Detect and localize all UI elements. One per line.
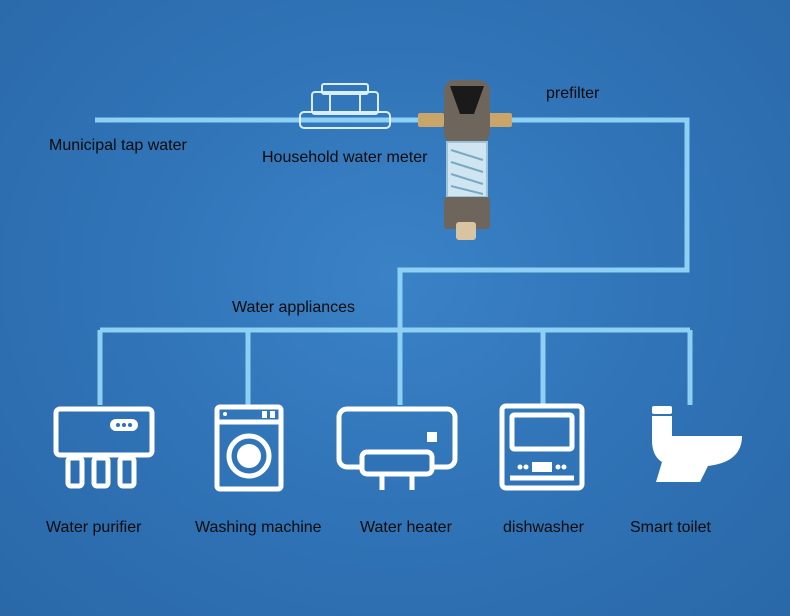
washing-machine-icon [214, 404, 284, 492]
appliance-label-toilet: Smart toilet [630, 519, 711, 536]
appliances-label: Water appliances [232, 299, 356, 316]
meter-label: Household water meter [262, 149, 428, 166]
appliance-label-purifier: Water purifier [46, 519, 142, 536]
water-meter-icon [299, 83, 391, 129]
prefilter-icon [418, 80, 512, 240]
prefilter-label: prefilter [546, 85, 600, 102]
appliance-label-heater: Water heater [360, 519, 452, 536]
appliance-label-washer: Washing machine [195, 519, 322, 536]
dishwasher-icon [499, 403, 585, 491]
appliance-label-dishwasher: dishwasher [503, 519, 584, 536]
toilet-icon [652, 406, 742, 482]
source-label: Municipal tap water [49, 137, 187, 154]
water-purifier-icon [53, 406, 155, 489]
water-heater-icon [336, 406, 458, 490]
